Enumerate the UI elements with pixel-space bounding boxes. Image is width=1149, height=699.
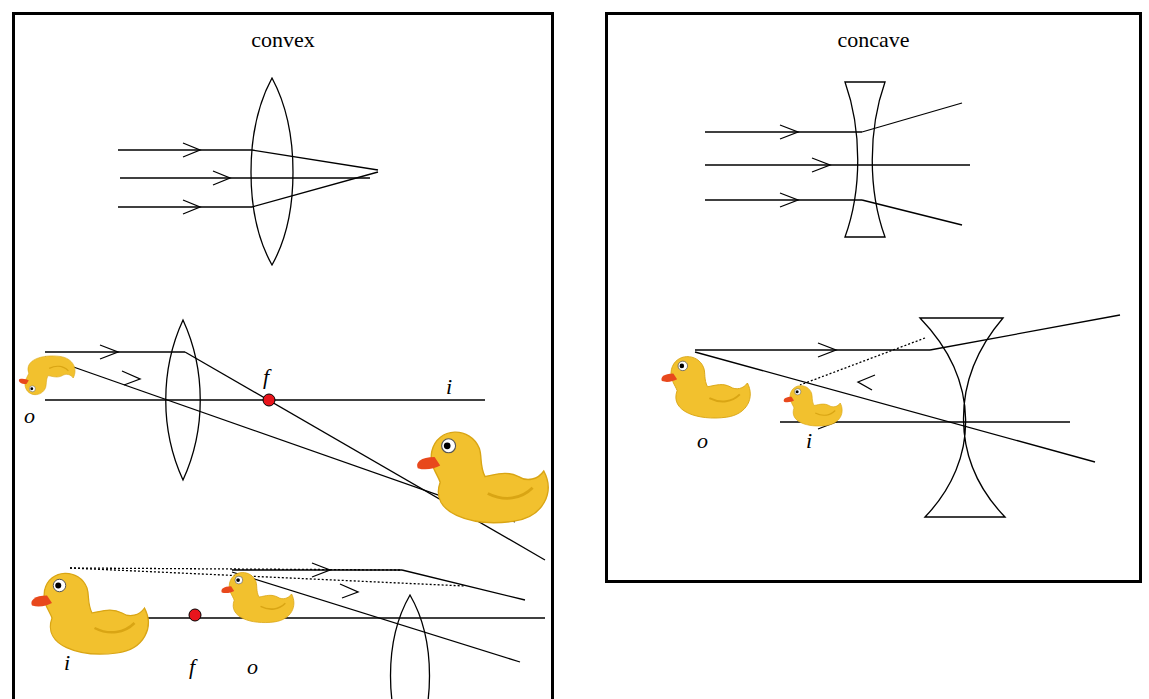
lens-panel: convex bbox=[12, 12, 554, 699]
point-label: f bbox=[263, 366, 269, 388]
lens-panel: concave bbox=[605, 12, 1142, 583]
point-label: o bbox=[24, 405, 35, 427]
point-label: i bbox=[806, 430, 812, 452]
point-label: f bbox=[189, 656, 195, 678]
panel-title: convex bbox=[15, 27, 551, 53]
point-label: o bbox=[247, 656, 258, 678]
point-label: i bbox=[64, 652, 70, 674]
point-label: i bbox=[446, 376, 452, 398]
point-label: o bbox=[697, 430, 708, 452]
panel-title: concave bbox=[608, 27, 1139, 53]
